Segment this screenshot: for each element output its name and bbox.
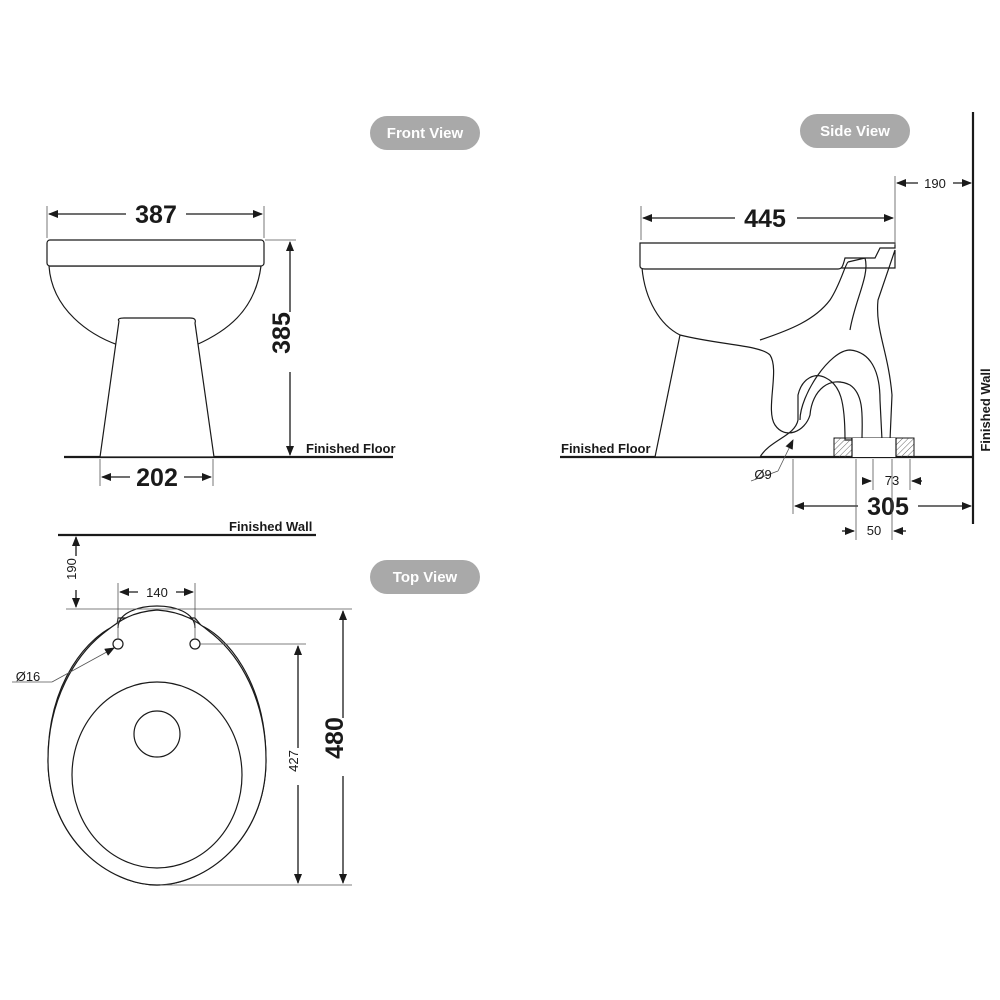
dim-side-outlet-b: 50	[867, 523, 881, 538]
top-drain-hole	[133, 710, 181, 758]
top-view: Finished Wall 190 140 Ø16 427	[12, 519, 352, 886]
dim-front-base: 202	[136, 464, 178, 492]
front-pedestal	[99, 317, 215, 458]
side-finished-floor-label: Finished Floor	[561, 441, 651, 456]
top-inner-bowl	[71, 681, 243, 869]
dim-top-hole-spacing: 140	[146, 585, 168, 600]
front-view-label: Front View	[387, 125, 464, 142]
dim-side-outlet-total: 305	[867, 493, 909, 521]
dim-top-total: 480	[321, 717, 349, 759]
dim-top-length: 427	[286, 750, 301, 772]
front-finished-floor-label: Finished Floor	[306, 441, 396, 456]
dim-front-height: 385	[268, 312, 296, 354]
top-view-label: Top View	[393, 569, 458, 586]
dim-top-wall-gap: 190	[64, 558, 79, 580]
side-rim	[639, 242, 896, 270]
side-view-label: Side View	[820, 123, 890, 140]
top-finished-wall-label: Finished Wall	[229, 519, 312, 534]
side-trapway	[679, 334, 863, 441]
front-view: Finished Floor 387 385 202	[46, 201, 396, 492]
top-view-badge: Top View	[370, 560, 480, 594]
side-finished-wall-label: Finished Wall	[978, 368, 993, 451]
side-view-badge: Side View	[800, 114, 910, 148]
dim-front-width: 387	[135, 201, 177, 229]
side-view: Finished Wall Finished Floor 445 190 Ø9	[560, 112, 993, 540]
dim-side-wall-gap: 190	[924, 176, 946, 191]
front-rim	[46, 239, 265, 267]
dim-side-dia: Ø9	[754, 467, 771, 482]
dim-side-length: 445	[744, 205, 786, 233]
dim-top-hole-dia: Ø16	[16, 669, 41, 684]
front-view-badge: Front View	[370, 116, 480, 150]
